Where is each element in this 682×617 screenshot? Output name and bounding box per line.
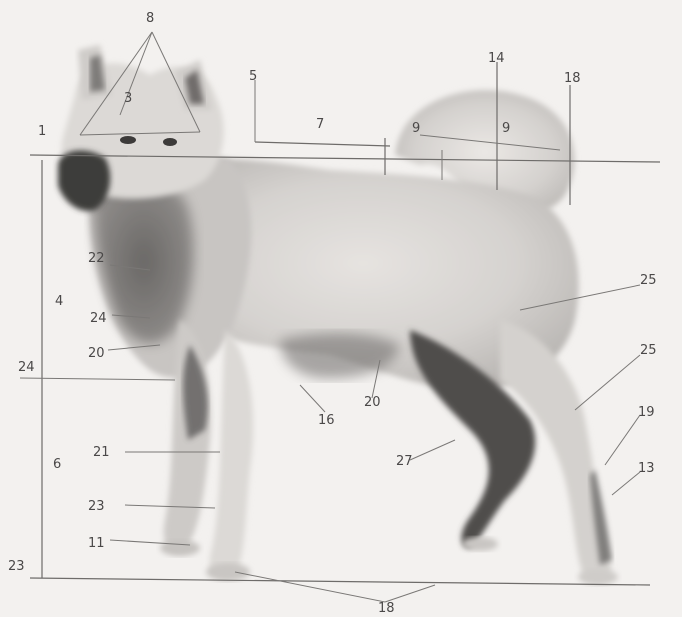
label-23-ground: 23	[8, 559, 25, 574]
label-11: 11	[88, 536, 105, 551]
label-27: 27	[396, 454, 413, 469]
label-4: 4	[55, 294, 63, 309]
label-18: 18	[564, 71, 581, 86]
label-5: 5	[249, 69, 257, 84]
label-9a: 9	[412, 121, 420, 136]
label-13: 13	[638, 461, 655, 476]
label-23-foreleg: 23	[88, 499, 105, 514]
label-22: 22	[88, 251, 105, 266]
label-6: 6	[53, 457, 61, 472]
label-8: 8	[146, 11, 154, 26]
label-7: 7	[316, 117, 324, 132]
label-18-feet: 18	[378, 601, 395, 616]
label-25-hock: 25	[640, 343, 657, 358]
dog-body	[58, 45, 618, 585]
label-1: 1	[38, 124, 46, 139]
label-24-height: 24	[18, 360, 35, 375]
label-14: 14	[488, 51, 505, 66]
label-3: 3	[124, 91, 132, 106]
label-24-chest: 24	[90, 311, 107, 326]
label-20-belly: 20	[364, 395, 381, 410]
label-16: 16	[318, 413, 335, 428]
label-25-thigh: 25	[640, 273, 657, 288]
label-21: 21	[93, 445, 110, 460]
label-9b: 9	[502, 121, 510, 136]
label-20-chest: 20	[88, 346, 105, 361]
label-19: 19	[638, 405, 655, 420]
